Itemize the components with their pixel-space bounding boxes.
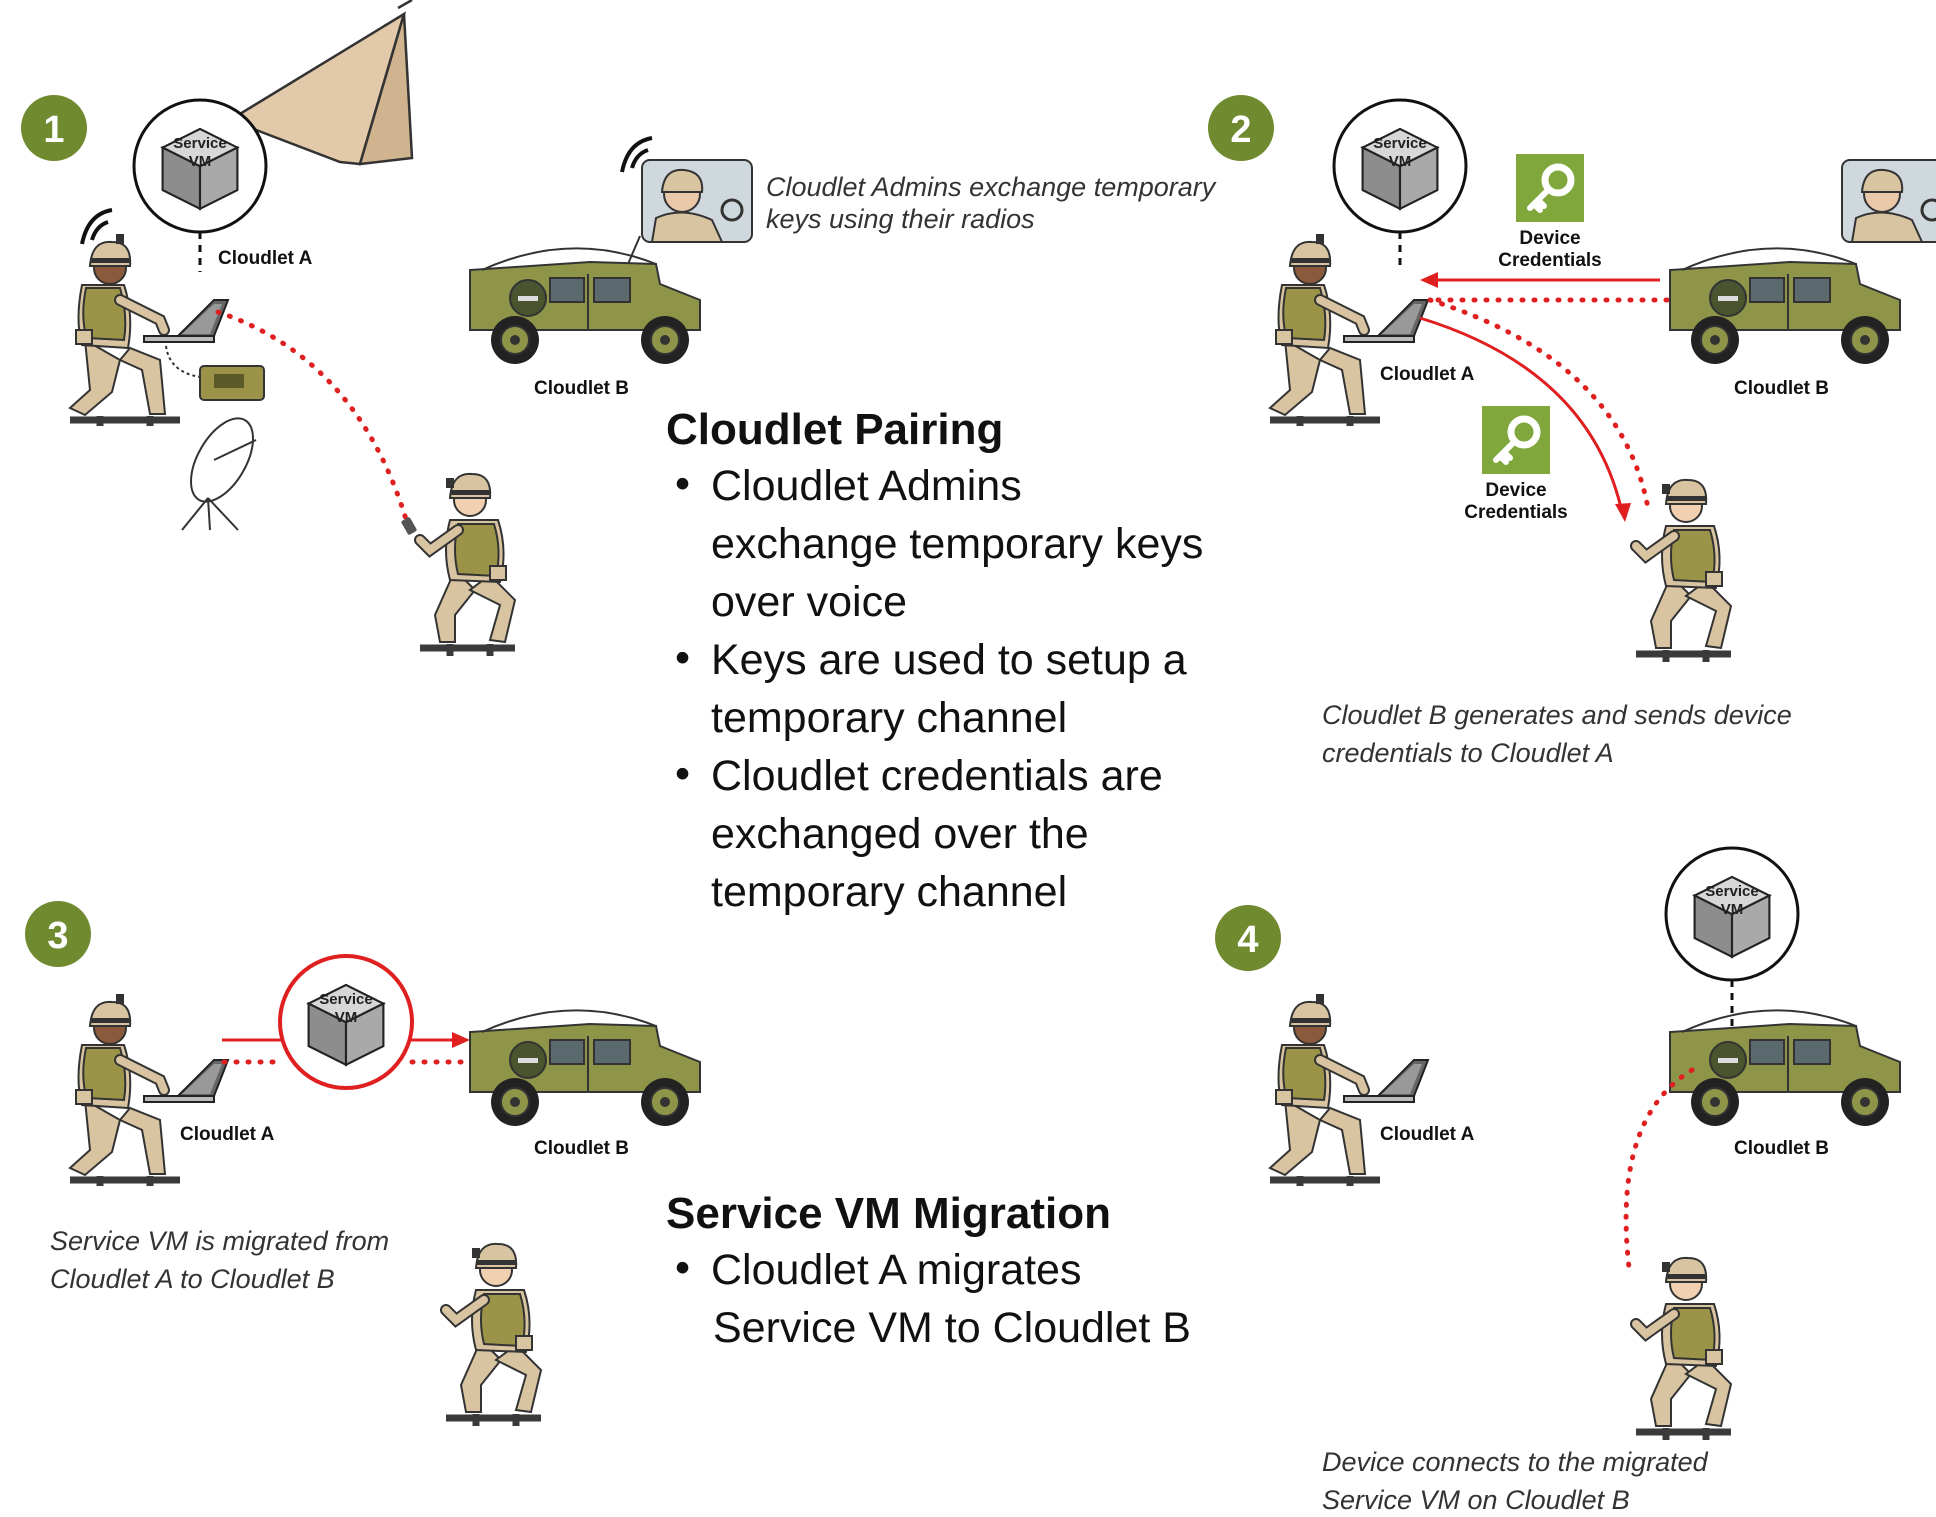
wireless-link-a-device	[215, 309, 411, 529]
driver-inset-pointer	[627, 235, 641, 265]
service-vm-node-migrating: Service VM	[278, 954, 414, 1090]
credential-2-line2: Credentials	[1464, 502, 1567, 523]
bullet-marker: •	[675, 1244, 690, 1292]
key-icon	[1516, 154, 1584, 222]
bullet-1-line1: Cloudlet A migrates	[711, 1246, 1081, 1294]
wireless-link-a-device	[1427, 297, 1651, 511]
radio-icon	[199, 365, 265, 401]
step-badge-2	[1208, 95, 1274, 161]
cloudlet-b-label: Cloudlet B	[534, 1138, 629, 1159]
panel-1-caption-line2: keys using their radios	[766, 204, 1035, 234]
section-cloudlet-pairing: Cloudlet Pairing • Cloudlet Admins excha…	[666, 405, 1203, 916]
service-vm-node-a: Service VM	[1332, 98, 1468, 234]
credential-1-line1: Device	[1519, 228, 1580, 249]
satellite-dish-icon	[181, 417, 257, 531]
radio-signal-icon	[620, 136, 653, 173]
bullet-marker: •	[675, 634, 690, 682]
section-heading: Service VM Migration	[666, 1189, 1111, 1238]
section-service-vm-migration: Service VM Migration • Cloudlet A migrat…	[666, 1189, 1191, 1352]
credential-2-line1: Device	[1485, 480, 1546, 501]
bullet-1-line3: over voice	[711, 578, 907, 626]
vm-label-line2: VM	[189, 153, 212, 170]
tent-icon	[227, 0, 414, 166]
wireless-link-device-b	[1623, 1067, 1695, 1279]
bullet-1-line2: exchange temporary keys	[711, 520, 1203, 568]
vm-label-line2: VM	[335, 1009, 358, 1026]
service-vm-node-a: Service VM	[132, 98, 268, 234]
cloudlet-a-label: Cloudlet A	[1380, 1124, 1475, 1145]
vehicle-icon	[469, 247, 701, 365]
bullet-3-line2: exchanged over the	[711, 810, 1089, 858]
device-soldier-icon	[446, 1244, 541, 1426]
panel-2-caption-line2: credentials to Cloudlet A	[1322, 738, 1614, 768]
panel-4-caption-line1: Device connects to the migrated	[1322, 1447, 1709, 1477]
vehicle-icon	[1669, 1009, 1901, 1127]
panel-1-caption-line1: Cloudlet Admins exchange temporary	[766, 172, 1217, 202]
bullet-2-line1: Keys are used to setup a	[711, 636, 1187, 684]
panel-3-caption-line2: Cloudlet A to Cloudlet B	[50, 1264, 335, 1294]
cloudlet-b-label: Cloudlet B	[534, 378, 629, 399]
panel-4-caption-line2: Service VM on Cloudlet B	[1322, 1485, 1630, 1515]
section-heading: Cloudlet Pairing	[666, 405, 1003, 454]
arrowhead	[452, 1032, 470, 1048]
panel-2: 2 Service VM Cloudlet A Device Credentia…	[1208, 95, 1936, 768]
device-soldier-icon	[1636, 1258, 1731, 1440]
bullet-3-line1: Cloudlet credentials are	[711, 752, 1163, 800]
arrowhead	[1420, 272, 1438, 288]
bullet-3-line3: temporary channel	[711, 868, 1067, 916]
vm-label-line1: Service	[1705, 883, 1758, 900]
panel-3-caption-line1: Service VM is migrated from	[50, 1226, 389, 1256]
vm-label-line1: Service	[319, 991, 372, 1008]
vm-label-line1: Service	[173, 135, 226, 152]
panel-2-caption-line1: Cloudlet B generates and sends device	[1322, 700, 1792, 730]
step-badge-4	[1215, 905, 1281, 971]
credential-arrow-a-to-device	[1419, 316, 1624, 513]
credential-1-line2: Credentials	[1498, 250, 1601, 271]
vehicle-icon	[1669, 247, 1901, 365]
cloudlet-b-label: Cloudlet B	[1734, 1138, 1829, 1159]
step-badge-3	[25, 901, 91, 967]
cloudlet-a-label: Cloudlet A	[180, 1124, 275, 1145]
driver-inset	[1840, 158, 1936, 244]
device-soldier-icon	[1636, 480, 1731, 662]
phone-icon	[401, 517, 417, 535]
step-number-4: 4	[1237, 919, 1258, 961]
arrowhead	[1615, 503, 1631, 522]
vm-label-line1: Service	[1373, 135, 1426, 152]
device-soldier-icon	[420, 474, 515, 656]
panel-1: 1 Service VM Cloudlet A	[21, 0, 1217, 656]
bullet-1-line1: Cloudlet Admins	[711, 462, 1022, 510]
panel-4: 4 Cloudlet A Service VM Cloudlet B Devic…	[1215, 846, 1901, 1515]
soldier-icon	[70, 234, 180, 426]
bullet-2-line2: temporary channel	[711, 694, 1067, 742]
vm-label-line2: VM	[1389, 153, 1412, 170]
cloudlet-a-label: Cloudlet A	[218, 248, 313, 269]
step-number-1: 1	[43, 109, 64, 151]
soldier-icon	[1270, 234, 1380, 426]
key-icon	[1482, 406, 1550, 474]
vehicle-icon	[469, 1009, 701, 1127]
vm-label-line2: VM	[1721, 901, 1744, 918]
soldier-icon	[70, 994, 180, 1186]
bullet-marker: •	[675, 750, 690, 798]
radio-signal-icon	[80, 208, 113, 245]
cloudlet-b-label: Cloudlet B	[1734, 378, 1829, 399]
service-vm-node-b: Service VM	[1664, 846, 1800, 982]
step-number-3: 3	[47, 915, 68, 957]
soldier-icon	[1270, 994, 1380, 1186]
driver-inset	[640, 158, 754, 244]
step-number-2: 2	[1230, 109, 1251, 151]
cloudlet-a-label: Cloudlet A	[1380, 364, 1475, 385]
step-badge-1	[21, 95, 87, 161]
bullet-1-line2: Service VM to Cloudlet B	[713, 1304, 1191, 1352]
panel-3: 3 Cloudlet A Service VM Cloudlet B Servi…	[25, 901, 701, 1426]
bullet-marker: •	[675, 460, 690, 508]
